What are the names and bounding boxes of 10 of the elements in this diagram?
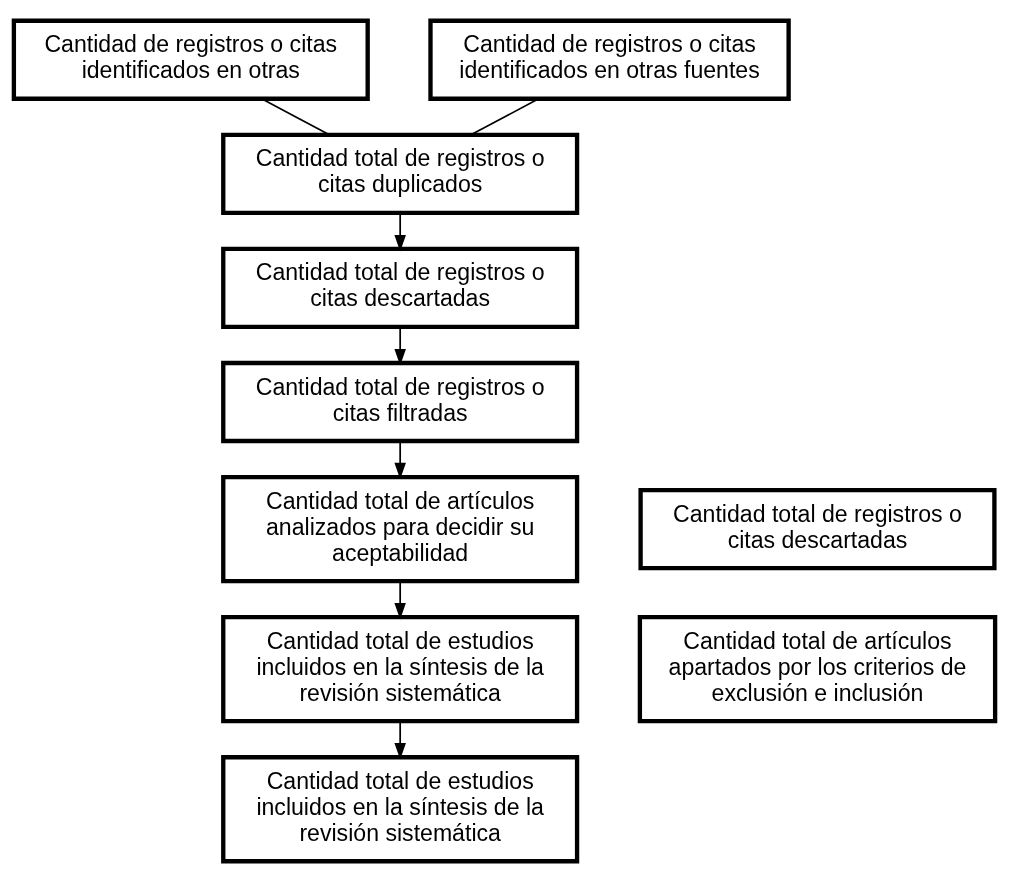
node-box: Cantidad total de artículos apartados por los criterios de exclusión e inclusión (637, 614, 998, 723)
node-box: Cantidad total de artículos analizados para decidir su aceptabilidad (221, 474, 580, 583)
node-box: Cantidad de registros o citas identificados en otras fuentes (428, 18, 791, 101)
node-box: Cantidad total de registros o citas duplicados (221, 132, 580, 215)
node-box: Cantidad de registros o citas identificados en otras (11, 18, 370, 101)
node-box: Cantidad total de estudios incluidos en la síntesis de la revisión sistemática (221, 754, 580, 863)
node-box: Cantidad total de registros o citas descartadas (638, 487, 997, 570)
node-box: Cantidad total de estudios incluidos en la síntesis de la revisión sistemática (221, 614, 580, 723)
node-box: Cantidad total de registros o citas filtradas (221, 360, 580, 443)
node-box: Cantidad total de registros o citas descartadas (221, 246, 580, 329)
